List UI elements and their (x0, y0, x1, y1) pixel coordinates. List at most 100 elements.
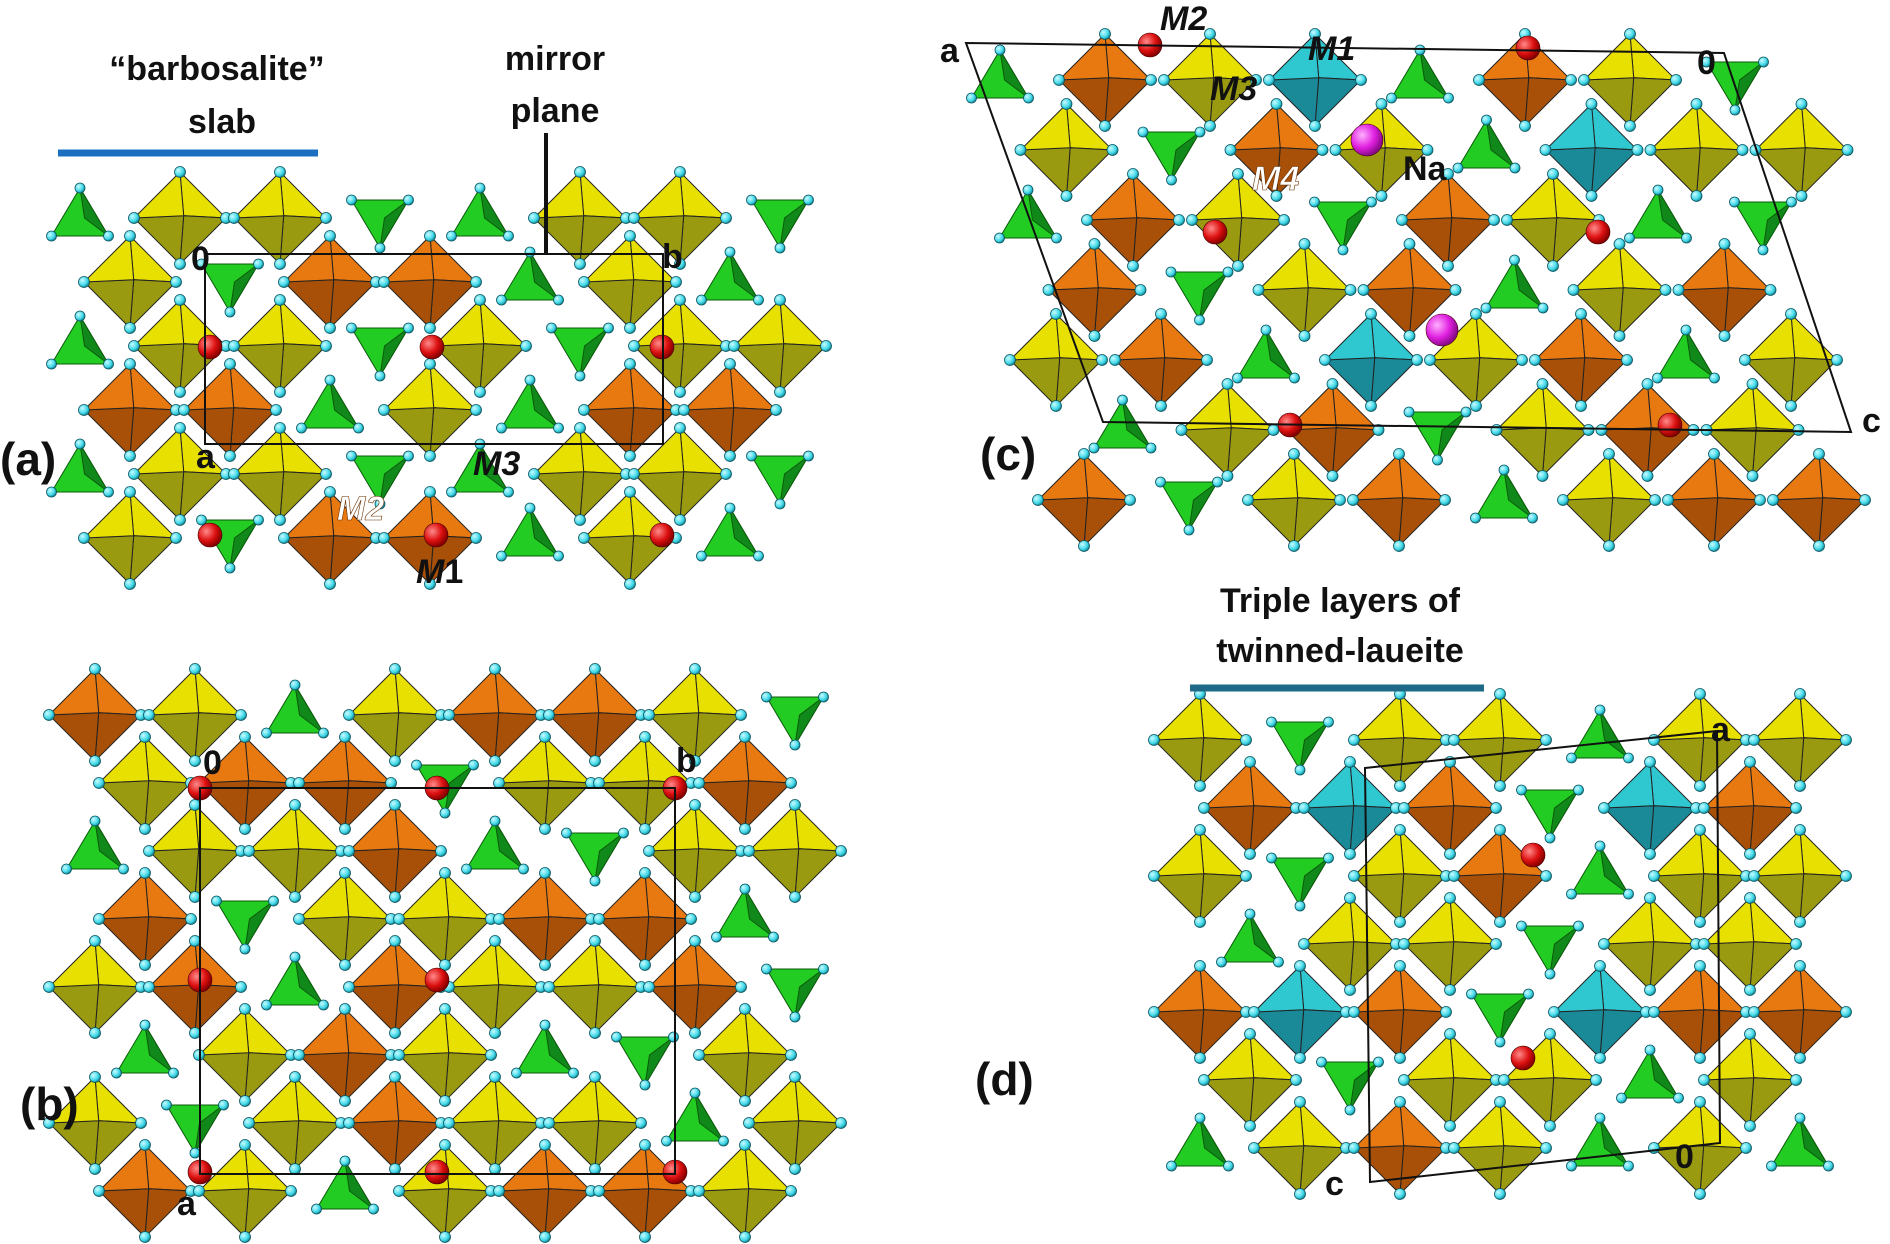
oxygen-atom (1840, 870, 1852, 882)
oxygen-atom (489, 1071, 501, 1083)
oxygen-atom (139, 959, 151, 971)
oxygen-atom (528, 468, 540, 480)
octahedron (1175, 378, 1280, 482)
oxygen-atom (746, 194, 757, 206)
oxygen-atom (1053, 74, 1065, 86)
tetrahedron (46, 182, 114, 242)
octahedron (78, 230, 182, 334)
octahedron (1347, 448, 1451, 552)
oxygen-atom (639, 867, 651, 879)
oxygen-atom (1603, 540, 1615, 552)
oxygen-atom (724, 450, 736, 462)
octahedron (1398, 1028, 1502, 1132)
octahedron-face (1602, 896, 1655, 945)
tetrahedron-face (1514, 259, 1544, 309)
octahedron-face (532, 471, 585, 522)
octahedron-face (444, 1188, 493, 1239)
octahedron-face (532, 215, 585, 266)
oxygen-atom (803, 450, 814, 462)
oxygen-atom (1221, 470, 1234, 482)
octahedron-face (382, 407, 435, 458)
octahedron (693, 1139, 797, 1243)
octahedron (1042, 238, 1147, 342)
oxygen-atom (539, 1019, 551, 1031)
tetrahedron-face (1549, 789, 1579, 839)
tetrahedron-face (1027, 189, 1057, 239)
panel-a-mirror-label-1: mirror (505, 40, 605, 78)
oxygen-atom (528, 212, 540, 224)
panel-c-site-m3: M3 (1210, 70, 1257, 108)
oxygen-atom (1680, 324, 1692, 336)
oxygen-atom (1598, 802, 1610, 814)
oxygen-atom (711, 931, 722, 943)
oxygen-atom (1078, 448, 1090, 460)
tetrahedron-face (1486, 119, 1516, 169)
octahedron (43, 935, 147, 1039)
octahedron (243, 1071, 347, 1175)
oxygen-atom (1494, 780, 1506, 792)
oxygen-atom (1740, 1142, 1752, 1154)
oxygen-atom (389, 1163, 401, 1175)
oxygen-atom (189, 1027, 201, 1039)
octahedron-face (1402, 896, 1455, 945)
oxygen-atom (1698, 1074, 1710, 1086)
oxygen-atom (1348, 1006, 1360, 1018)
octahedron-face (479, 343, 528, 394)
octahedron-face (94, 667, 143, 716)
tetrahedron-face (1249, 913, 1279, 963)
oxygen-atom (1537, 302, 1549, 314)
oxygen-atom (1701, 56, 1712, 68)
oxygen-atom (1681, 232, 1692, 244)
octahedron-face (1036, 452, 1089, 501)
oxygen-atom (443, 709, 455, 721)
oxygen-atom (320, 468, 332, 480)
octahedron (393, 867, 497, 971)
oxygen-atom (1183, 524, 1195, 536)
octahedron-face (194, 667, 243, 716)
oxygen-atom (1348, 870, 1360, 882)
oxygen-atom (1394, 824, 1406, 836)
oxygen-atom (1794, 1052, 1806, 1064)
octahedron-face (1351, 452, 1404, 501)
octahedron-face (397, 1007, 450, 1056)
octahedron-face (1800, 102, 1849, 151)
oxygen-atom (274, 166, 286, 178)
oxygen-atom (1698, 802, 1710, 814)
oxygen-atom (1394, 960, 1406, 972)
oxygen-atom (1288, 540, 1300, 552)
octahedron-face (779, 298, 828, 347)
oxygen-atom (196, 514, 207, 526)
tetrahedron (1516, 784, 1584, 844)
octahedron-face (232, 215, 285, 266)
octahedron (128, 166, 232, 270)
oxygen-atom (1698, 938, 1710, 950)
octahedron-face (1428, 357, 1481, 408)
oxygen-atom (1294, 900, 1306, 912)
oxygen-atom (170, 276, 182, 288)
cation-atom (424, 967, 450, 993)
octahedron (1501, 168, 1605, 272)
octahedron-face (94, 1075, 143, 1124)
octahedron-face (1533, 312, 1586, 361)
oxygen-atom (539, 731, 551, 743)
oxygen-atom (46, 230, 57, 242)
oxygen-atom (524, 374, 536, 386)
oxygen-atom (389, 935, 401, 947)
tetrahedron (546, 322, 614, 382)
oxygen-atom (1248, 1142, 1260, 1154)
oxygen-atom (589, 935, 601, 947)
octahedron (143, 935, 247, 1039)
octahedron-face (447, 1075, 500, 1124)
oxygen-atom (224, 306, 236, 318)
octahedron-face (1629, 77, 1678, 128)
octahedron-face (1402, 1032, 1455, 1081)
octahedron (143, 799, 247, 903)
octahedron-face (1299, 1009, 1348, 1060)
panel-d: Triple layers of twinned-laueite a 0 c (… (975, 582, 1852, 1203)
octahedron-face (347, 803, 400, 852)
tetrahedron (1088, 394, 1157, 454)
oxygen-atom (643, 845, 655, 857)
oxygen-atom (1298, 938, 1310, 950)
tetrahedron-face (1649, 1049, 1679, 1099)
oxygen-atom (1624, 232, 1635, 244)
